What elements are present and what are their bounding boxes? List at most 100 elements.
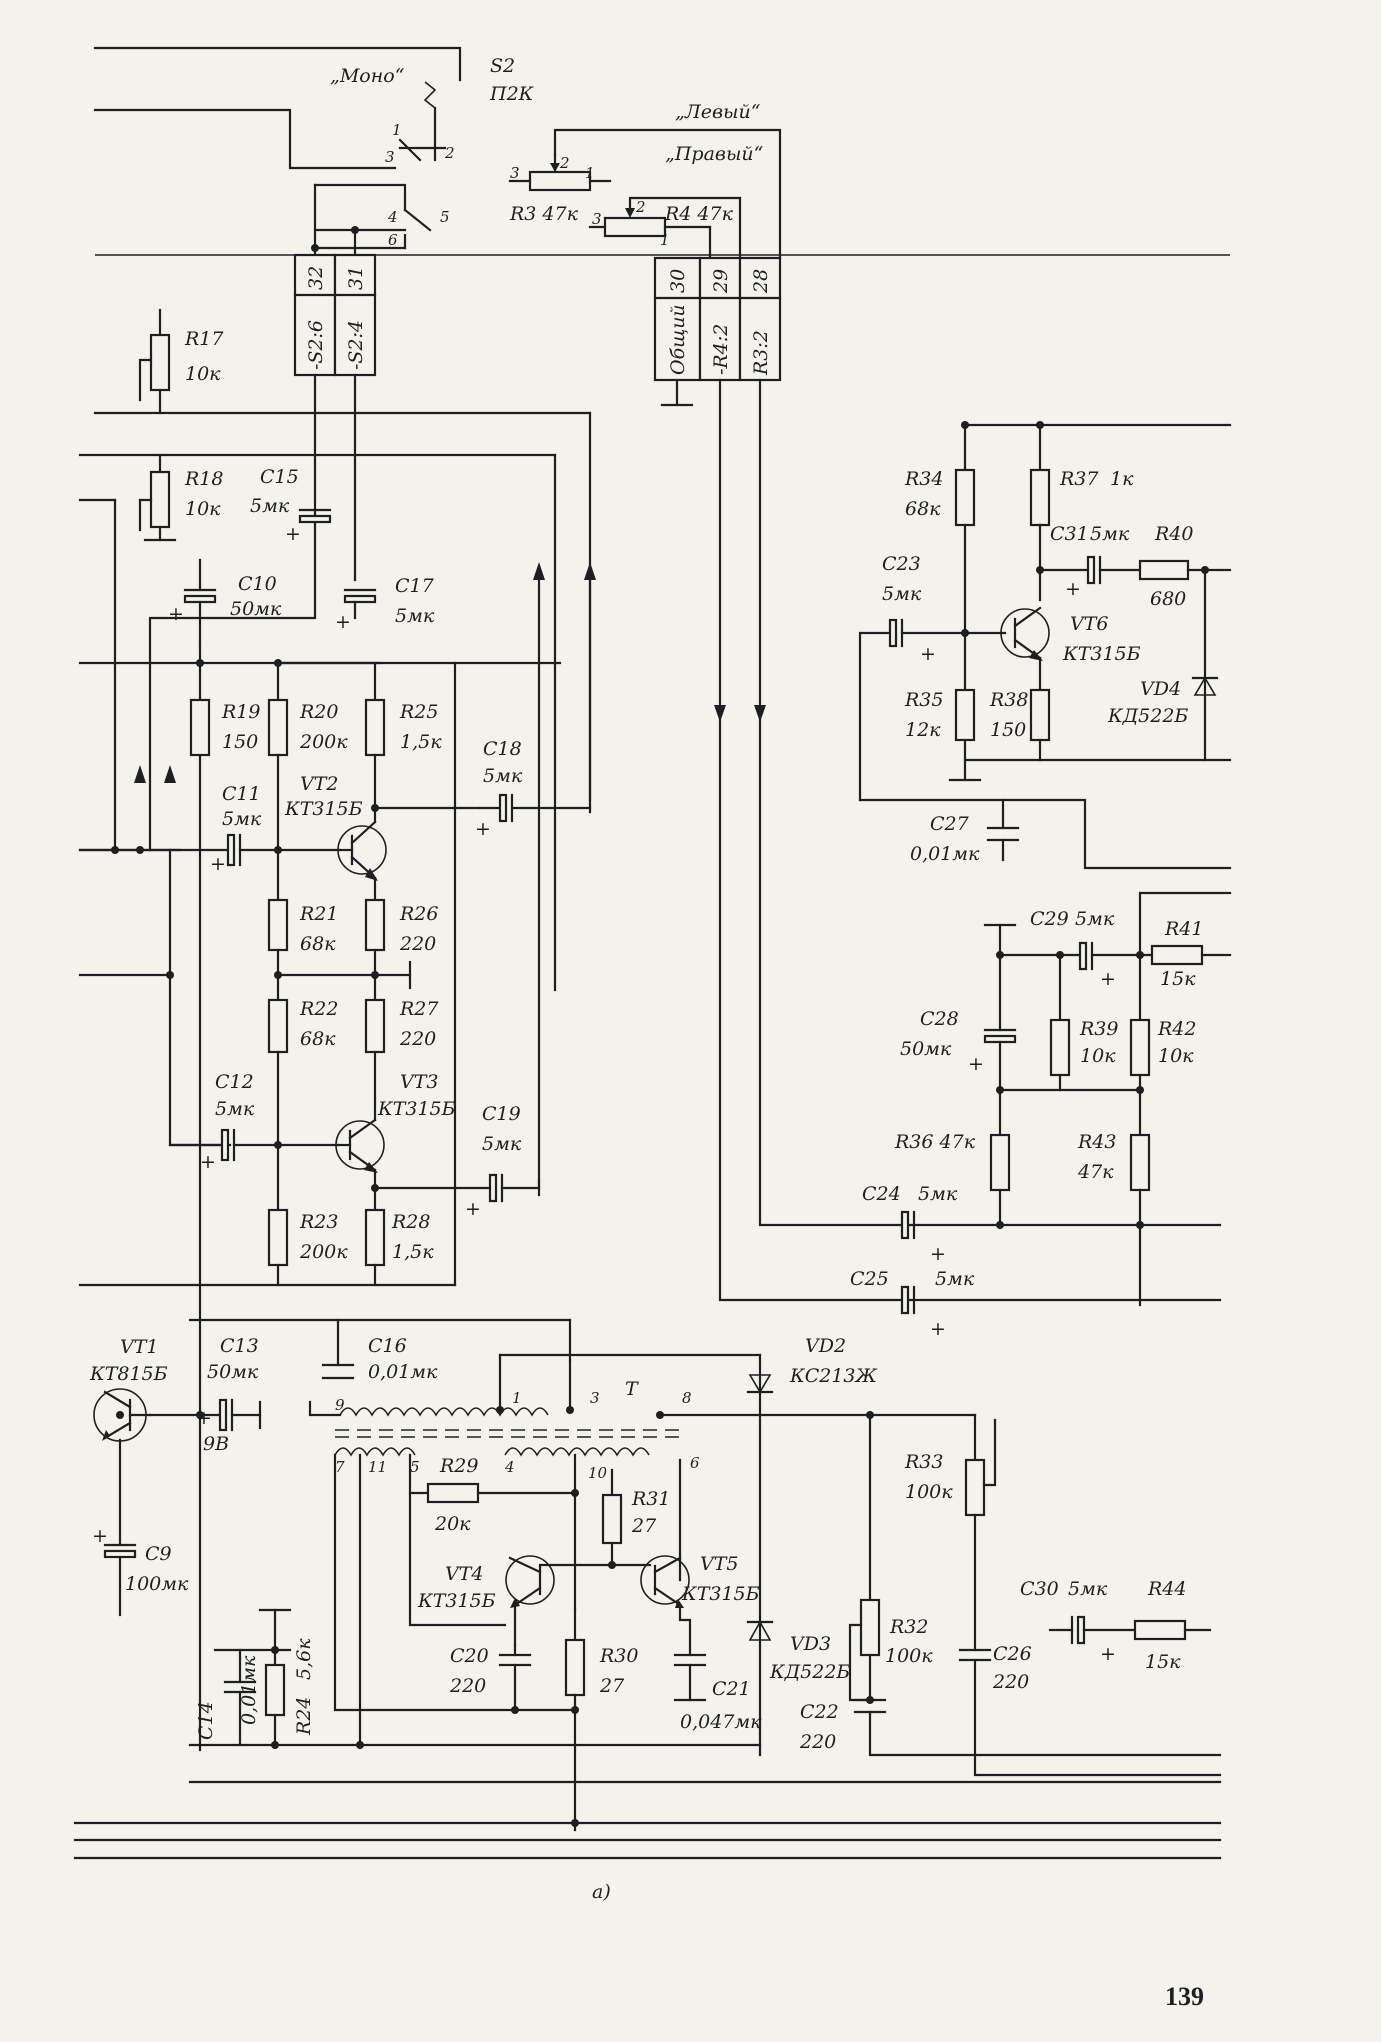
c23-plus: + xyxy=(920,643,936,665)
switch-pin-3: 3 xyxy=(385,148,395,166)
pot-r17: R17 10к xyxy=(138,308,224,415)
c15-value: 5мк xyxy=(250,495,290,517)
c14-value: 0,01мк xyxy=(238,1655,260,1725)
r29-ref: R29 xyxy=(439,1455,478,1477)
t-pin-10: 10 xyxy=(588,1464,608,1482)
c14-ref: C14 xyxy=(195,1701,217,1740)
r20-value: 200к xyxy=(299,731,348,753)
c30-ref: C30 xyxy=(1020,1578,1059,1600)
r33-ref: R33 xyxy=(904,1451,943,1473)
switch-s2: „Моно“ S2 П2К 1 2 3 4 5 6 xyxy=(93,46,535,257)
r38-ref: R38 xyxy=(989,689,1028,711)
c12-ref: C12 xyxy=(215,1071,254,1093)
vt1-type: КТ815Б xyxy=(89,1363,168,1385)
c28-plus: + xyxy=(968,1053,984,1075)
conn-label-s2-4: -S2:4 xyxy=(345,320,367,370)
c26-value: 220 xyxy=(992,1671,1029,1693)
left-label: „Левый“ xyxy=(675,101,761,123)
r3-pin-3: 3 xyxy=(510,164,520,182)
pot-r18: R18 10к xyxy=(138,453,223,542)
r4-pin-3: 3 xyxy=(592,210,602,228)
r4-pin-1: 1 xyxy=(660,231,670,249)
c27-ref: C27 xyxy=(930,813,970,835)
c9-ref: C9 xyxy=(145,1543,172,1565)
conn-pin-28: 28 xyxy=(750,269,772,294)
r40-value: 680 xyxy=(1150,588,1186,610)
r38-value: 150 xyxy=(990,719,1026,741)
t-pin-6: 6 xyxy=(690,1454,700,1472)
t-pin-7: 7 xyxy=(335,1458,345,1476)
r41-value: 15к xyxy=(1160,968,1196,990)
figure-caption: а) xyxy=(592,1881,611,1903)
vt6-type: КТ315Б xyxy=(1062,643,1141,665)
c31-plus: + xyxy=(1065,578,1081,600)
r34-value: 68к xyxy=(905,498,941,520)
r42-value: 10к xyxy=(1158,1045,1194,1067)
vt5-type: КТ315Б xyxy=(681,1583,760,1605)
c9-value: 100мк xyxy=(125,1573,189,1595)
c28-value: 50мк xyxy=(900,1038,952,1060)
c18-value: 5мк xyxy=(483,765,523,787)
c19-plus: + xyxy=(465,1198,481,1220)
vt5-ref: VT5 xyxy=(700,1553,738,1575)
c11-plus: + xyxy=(210,853,226,875)
c29-ref: C29 xyxy=(1030,908,1069,930)
r42-ref: R42 xyxy=(1157,1018,1196,1040)
connector-right: 30 29 28 Общий -R4:2 R3:2 xyxy=(653,256,1222,1302)
r27-ref: R27 xyxy=(399,998,439,1020)
c10-ref: C10 xyxy=(238,573,277,595)
c31-ref: C31 xyxy=(1050,523,1089,545)
input-stage-wiring xyxy=(78,373,596,1752)
vt4-ref: VT4 xyxy=(445,1563,483,1585)
r4-label: R4 47к xyxy=(664,203,734,225)
c23-value: 5мк xyxy=(882,583,922,605)
vt1-ref: VT1 xyxy=(120,1336,158,1358)
c20-value: 220 xyxy=(449,1675,486,1697)
c12-value: 5мк xyxy=(215,1098,255,1120)
t-pin-4: 4 xyxy=(504,1458,515,1476)
vd2-value: КС213Ж xyxy=(789,1365,878,1387)
c17-value: 5мк xyxy=(395,605,435,627)
c26-ref: C26 xyxy=(993,1643,1032,1665)
r17-value: 10к xyxy=(185,363,221,385)
c16-value: 0,01мк xyxy=(368,1361,438,1383)
c24-ref: C24 xyxy=(862,1183,901,1205)
c31-value: 5мк xyxy=(1090,523,1130,545)
c9-plus: + xyxy=(92,1525,108,1547)
conn-label-r4-2: -R4:2 xyxy=(710,324,732,375)
switch-pin-2: 2 xyxy=(444,144,455,162)
r22-ref: R22 xyxy=(299,998,338,1020)
c13-ref: C13 xyxy=(220,1335,259,1357)
c22-value: 220 xyxy=(799,1731,836,1753)
r18-value: 10к xyxy=(185,498,221,520)
transformer-ref: T xyxy=(625,1378,639,1400)
r32-ref: R32 xyxy=(889,1616,928,1638)
r17-ref: R17 xyxy=(184,328,224,350)
r25-ref: R25 xyxy=(399,701,438,723)
c11-value: 5мк xyxy=(222,808,262,830)
c30-value: 5мк xyxy=(1068,1578,1108,1600)
c19-value: 5мк xyxy=(482,1133,522,1155)
right-label: „Правый“ xyxy=(665,143,764,165)
c29-plus: + xyxy=(1100,968,1116,990)
vt3-ref: VT3 xyxy=(400,1071,438,1093)
r24-value: 5,6к xyxy=(293,1638,315,1680)
r23-value: 200к xyxy=(299,1241,348,1263)
r18-ref: R18 xyxy=(184,468,223,490)
switch-ref: S2 xyxy=(490,55,515,77)
c25-plus: + xyxy=(930,1318,946,1340)
switch-pin-5: 5 xyxy=(440,208,450,226)
r22-value: 68к xyxy=(300,1028,336,1050)
cap-c17: C17 5мк + xyxy=(335,575,435,633)
c30-plus: + xyxy=(1100,1643,1116,1665)
vt2-ref: VT2 xyxy=(300,773,338,795)
r3-pin-2: 2 xyxy=(559,154,570,172)
c24-value: 5мк xyxy=(918,1183,958,1205)
r24-ref: R24 xyxy=(293,1697,315,1736)
r29-value: 20к xyxy=(434,1513,471,1535)
r37-value: 1к xyxy=(1110,468,1134,490)
r3-pin-1: 1 xyxy=(585,164,595,182)
r43-value: 47к xyxy=(1077,1161,1114,1183)
